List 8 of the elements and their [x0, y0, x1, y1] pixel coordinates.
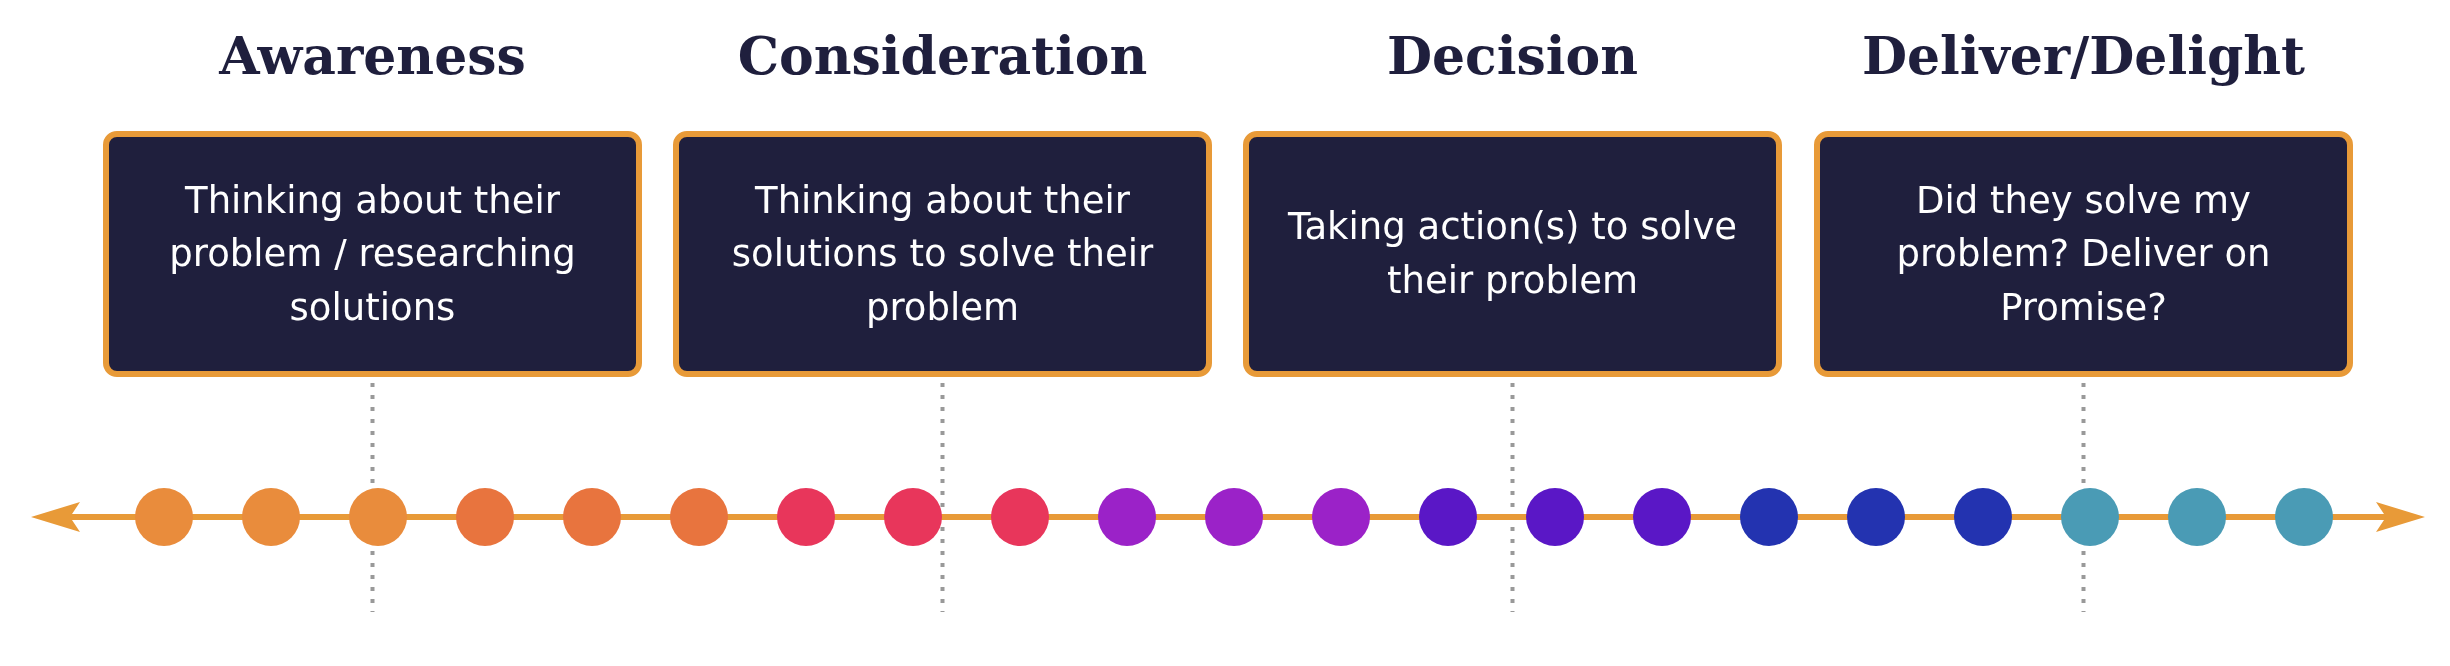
stage-heading: Decision: [1385, 25, 1640, 86]
stage-description: Taking action(s) to solve their problem: [1286, 204, 1739, 304]
stage-description: Thinking about their solutions to solve their problem: [730, 177, 1155, 331]
stage-heading: Consideration: [736, 25, 1149, 86]
stage-description: Thinking about their problem / researching solutions: [168, 177, 577, 331]
stage-heading: Deliver/Delight: [1860, 25, 2307, 86]
stage-heading: Awareness: [217, 25, 527, 86]
stage-description: Did they solve my problem? Deliver on Promise?: [1895, 177, 2272, 331]
